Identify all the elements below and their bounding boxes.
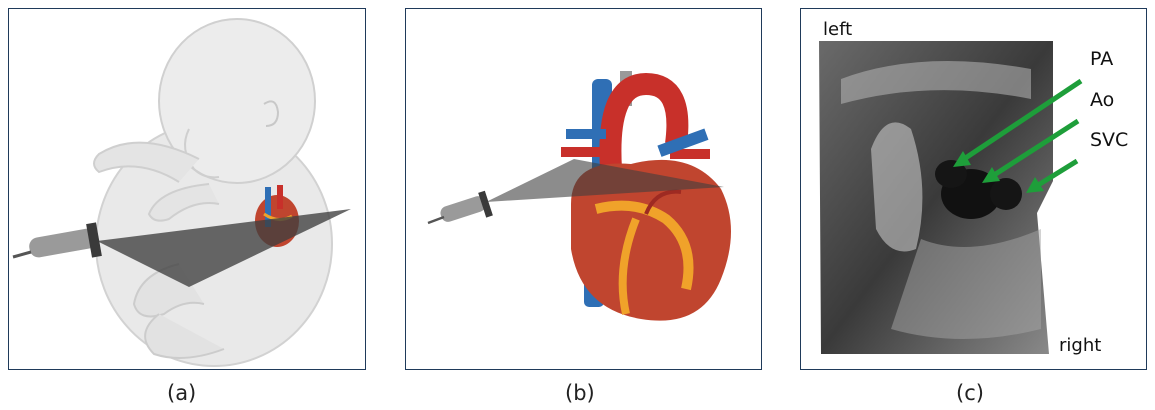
caption-a: (a) — [167, 381, 196, 405]
orientation-left-label: left — [823, 19, 852, 40]
orientation-right-label: right — [1059, 335, 1101, 356]
panel-heart — [405, 8, 762, 370]
label-ao: Ao — [1090, 89, 1114, 111]
probe-icon — [13, 222, 102, 258]
panel-fetus — [8, 8, 366, 370]
caption-c: (c) — [956, 381, 984, 405]
aortic-arch — [610, 84, 677, 169]
label-pa: PA — [1090, 48, 1113, 70]
probe-icon — [428, 191, 493, 224]
panel-ultrasound: left right PA Ao SVC — [800, 8, 1147, 370]
label-svc: SVC — [1090, 129, 1128, 151]
heart-illustration — [406, 9, 762, 370]
fetus-illustration — [9, 9, 366, 370]
caption-b: (b) — [565, 381, 595, 405]
